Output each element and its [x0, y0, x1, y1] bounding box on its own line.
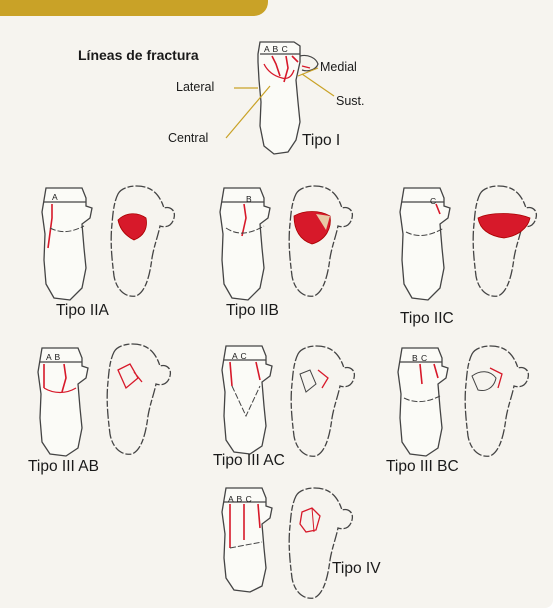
type-label-tipo-iia: Tipo IIA	[56, 302, 109, 320]
label-central: Central	[168, 131, 208, 145]
leader-medial	[298, 68, 318, 76]
columns-label-tipo-iii-ab: A B	[46, 352, 61, 362]
type-label-tipo-iii-bc: Tipo III BC	[386, 458, 459, 476]
type-label-tipo-iic: Tipo IIC	[400, 310, 454, 328]
type-label-tipo-iib: Tipo IIB	[226, 302, 279, 320]
columns-label-tipo-iic: C	[430, 196, 437, 206]
type-label-tipo-i: Tipo I	[302, 132, 340, 150]
label-medial: Medial	[320, 60, 357, 74]
panel-tipo-iii-ac	[222, 346, 354, 456]
diagram-title: Líneas de fractura	[78, 47, 199, 63]
type-label-tipo-iii-ab: Tipo III AB	[28, 458, 99, 476]
type-label-tipo-iii-ac: Tipo III AC	[213, 452, 285, 470]
type-label-tipo-iv: Tipo IV	[332, 560, 381, 578]
leader-sust	[302, 74, 334, 96]
columns-label-tipo-iib: B	[246, 194, 252, 204]
label-sust: Sust.	[336, 94, 365, 108]
columns-label-tipo-iv: A B C	[228, 494, 252, 504]
columns-label-tipo-iia: A	[52, 192, 58, 202]
columns-label-tipo-i: A B C	[264, 44, 288, 54]
panel-tipo-iic	[400, 186, 536, 300]
columns-label-tipo-iii-bc: B C	[412, 353, 428, 363]
panel-tipo-iv	[222, 488, 352, 598]
label-lateral: Lateral	[176, 80, 214, 94]
columns-label-tipo-iii-ac: A C	[232, 351, 247, 361]
panel-tipo-iia	[42, 186, 174, 300]
panel-tipo-iib	[220, 186, 352, 300]
